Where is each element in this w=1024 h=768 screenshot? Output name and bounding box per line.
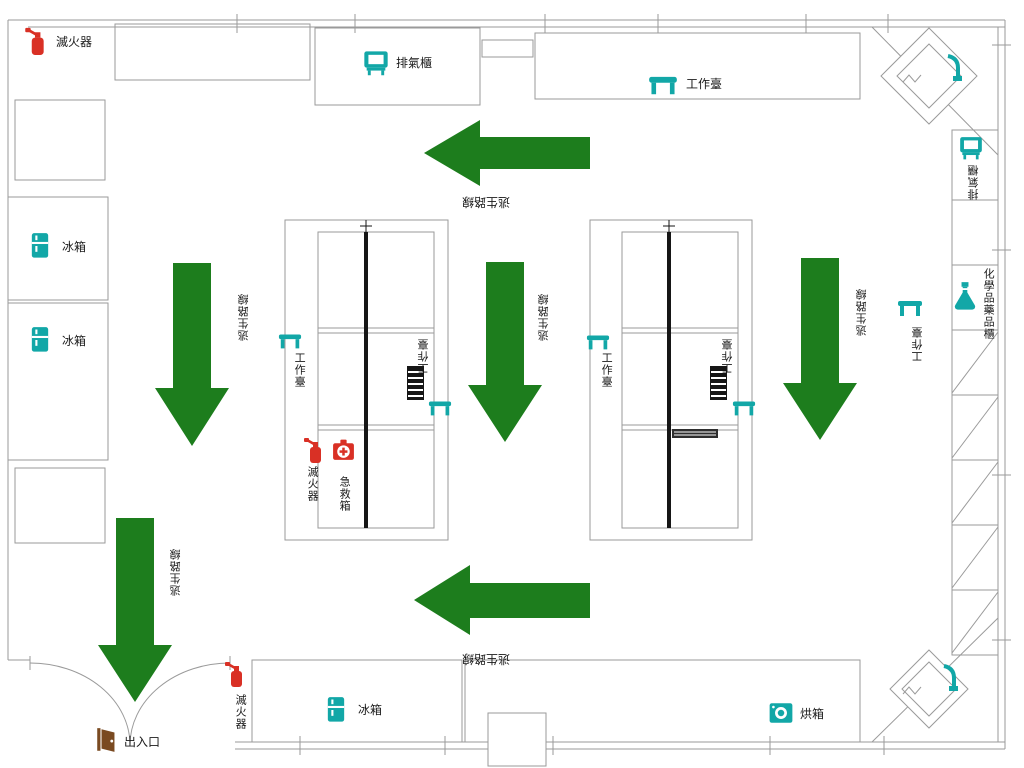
label-workbench-top: 工作臺	[686, 77, 723, 91]
workbench-icon	[428, 398, 452, 418]
top-workbench-box	[534, 32, 861, 100]
sink-faucet-icon	[943, 664, 958, 691]
label-escape-route-v1: 逃生路線	[237, 293, 250, 341]
workbench-icon	[648, 73, 678, 97]
fire-extinguisher-icon	[22, 26, 48, 58]
bottom-bench-right	[464, 659, 861, 743]
label-fridge-2: 冰箱	[62, 334, 87, 348]
label-fire-extinguisher: 滅火器	[56, 35, 93, 49]
label-workbench-right-wall: 工作臺	[911, 326, 924, 362]
escape-arrow-down-1	[155, 263, 229, 446]
escape-arrows	[98, 120, 857, 702]
label-escape-route-top: 逃生路線	[462, 195, 511, 210]
label-chemical-cabinet: 化學品藥品櫃	[982, 268, 996, 340]
label-exhaust-cabinet: 排氣櫃	[396, 56, 433, 70]
sink-icon	[880, 27, 978, 125]
workbench-icon	[897, 297, 923, 319]
label-escape-route-v3: 逃生路線	[855, 288, 868, 336]
label-escape-route-v4: 逃生路線	[169, 548, 182, 596]
escape-arrow-down-3	[783, 258, 857, 440]
escape-arrow-down-2	[468, 262, 542, 442]
bench-right	[589, 219, 753, 541]
bench-right-center-rail	[667, 232, 671, 528]
first-aid-icon	[331, 437, 356, 462]
bench-dark-details	[360, 220, 727, 528]
grille-icon	[407, 366, 424, 400]
flask-icon	[950, 281, 980, 311]
label-entrance-exit: 出入口	[124, 735, 161, 749]
left-cabinet-a	[14, 99, 106, 181]
label-fridge-1: 冰箱	[62, 240, 87, 254]
label-first-aid-kit: 急救箱	[338, 476, 352, 512]
fridge-box-1	[7, 196, 109, 301]
workbench-icon	[278, 331, 302, 351]
label-fire-extinguisher-bench: 滅火器	[306, 466, 320, 502]
oven-icon	[768, 700, 794, 726]
top-doorway	[481, 39, 534, 58]
bench-left-center-rail	[364, 232, 368, 528]
workbench-icon	[732, 398, 756, 418]
label-workbench-bench-right-b: 工作臺	[721, 338, 734, 374]
escape-arrow-down-4	[98, 518, 172, 702]
sink-faucet-icon	[947, 54, 962, 81]
top-left-counter	[114, 23, 311, 81]
label-oven: 烘箱	[800, 707, 825, 721]
bottom-bench-left	[251, 659, 463, 743]
grille-icon	[710, 366, 727, 400]
fume-hood-icon	[362, 50, 390, 76]
furniture-outlines	[7, 23, 999, 767]
label-fridge-bottom: 冰箱	[358, 703, 383, 717]
bottom-small-box	[487, 712, 547, 767]
left-cabinet-b	[14, 467, 106, 544]
entrance-door-arcs	[29, 656, 231, 746]
right-shelf-column	[951, 129, 999, 656]
bench-left	[284, 219, 449, 541]
label-exhaust-cabinet-right: 排氣櫃	[967, 164, 980, 200]
fridge-box-2	[7, 302, 109, 461]
label-workbench-bench-left-b: 工作臺	[417, 338, 430, 374]
label-workbench-bench-right-a: 工作臺	[600, 352, 614, 388]
label-fire-extinguisher-door: 滅火器	[234, 694, 248, 730]
escape-arrow-left-top	[424, 120, 590, 186]
fume-hood-icon	[958, 136, 984, 160]
exhaust-cabinet-box	[314, 27, 481, 106]
door-icon	[94, 726, 122, 754]
fridge-icon	[322, 696, 350, 724]
fridge-icon	[26, 326, 54, 354]
workbench-icon	[586, 332, 610, 352]
fire-extinguisher-icon	[301, 437, 325, 465]
fire-extinguisher-icon	[222, 660, 246, 690]
escape-arrow-left-bottom	[414, 565, 590, 635]
fridge-icon	[26, 232, 54, 260]
label-escape-route-v2: 逃生路線	[537, 293, 550, 341]
label-workbench-bench-left-a: 工作臺	[293, 352, 307, 388]
label-escape-route-bottom: 逃生路線	[462, 652, 511, 667]
bench-tray	[672, 429, 718, 438]
